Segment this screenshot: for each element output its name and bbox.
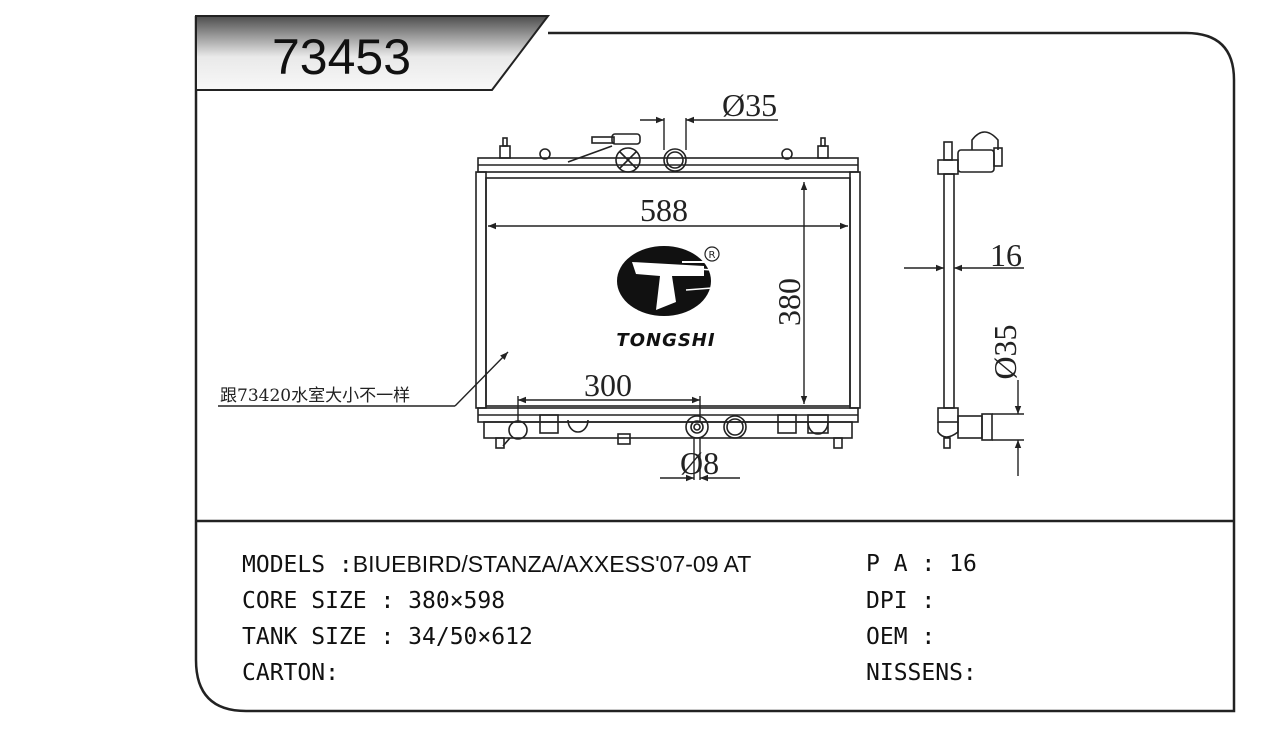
radiator-side-view bbox=[937, 131, 1003, 449]
spec-pa: P A : 16 bbox=[866, 551, 977, 577]
filler-cap bbox=[567, 133, 641, 173]
dim-depth-label: 16 bbox=[990, 237, 1022, 273]
spec-carton: CARTON: bbox=[242, 660, 339, 686]
note-text: 跟73420水室大小不一样 bbox=[220, 386, 410, 406]
inlet-pipe bbox=[663, 148, 687, 172]
note-leader bbox=[218, 351, 509, 407]
sheet-frame bbox=[194, 16, 1236, 713]
spec-models: MODELS :BIUEBIRD/STANZA/AXXESS'07-09 AT bbox=[242, 551, 752, 578]
spec-oem: OEM : bbox=[866, 624, 936, 650]
dim-inlet bbox=[640, 116, 778, 150]
dim-drain-label: Ø8 bbox=[680, 445, 719, 481]
dim-width-label: 588 bbox=[640, 192, 688, 228]
registered-mark: R bbox=[709, 250, 716, 261]
part-number: 73453 bbox=[272, 29, 411, 85]
dim-inlet-label: Ø35 bbox=[722, 87, 777, 123]
spec-core-size: CORE SIZE : 380×598 bbox=[242, 588, 506, 614]
dim-outlet bbox=[992, 380, 1024, 476]
tongshi-logo: R TONGSHI bbox=[616, 246, 720, 351]
dim-height-label: 380 bbox=[771, 278, 807, 326]
dim-drain bbox=[660, 438, 740, 482]
registered-mark-icon bbox=[704, 246, 720, 262]
dim-outlet-label: Ø35 bbox=[987, 324, 1023, 379]
dim-offset bbox=[517, 396, 701, 422]
spec-tank-size: TANK SIZE : 34/50×612 bbox=[242, 624, 533, 650]
spec-nissens: NISSENS: bbox=[866, 660, 977, 686]
dim-offset-label: 300 bbox=[584, 367, 632, 403]
brand-name: TONGSHI bbox=[616, 330, 715, 351]
spec-dpi: DPI : bbox=[866, 588, 936, 614]
title-tab bbox=[195, 15, 551, 91]
